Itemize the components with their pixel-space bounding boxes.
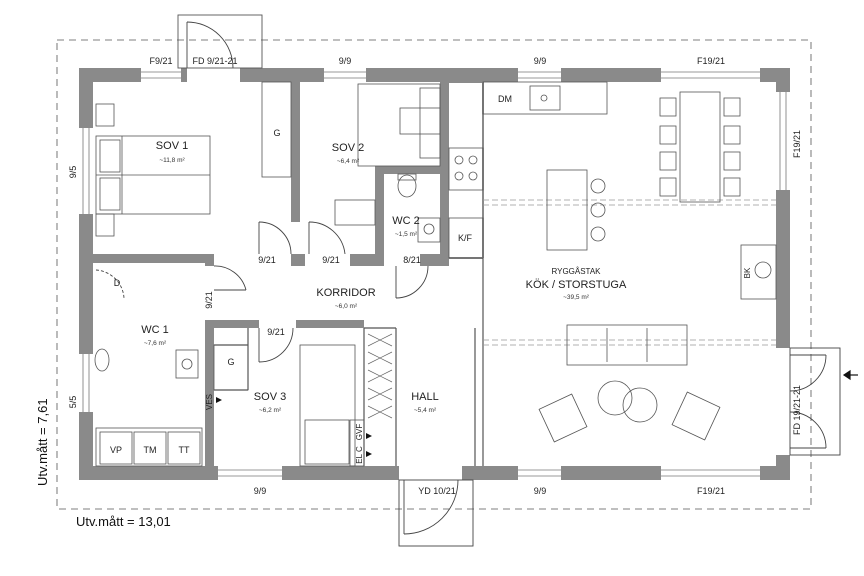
room-name-wc1: WC 1 xyxy=(141,324,169,336)
door-labels: 9/21 9/21 8/21 9/21 9/21 xyxy=(204,255,421,337)
room-area-sov3: ~6,2 m² xyxy=(259,407,282,414)
room-area-korridor: ~6,0 m² xyxy=(335,303,358,310)
room-name-kok: KÖK / STORSTUGA xyxy=(526,279,627,291)
room-area-hall: ~5,4 m² xyxy=(414,407,437,414)
door-label-sov1: 9/21 xyxy=(258,255,276,265)
dimension-height: Utv.mått = 7,61 xyxy=(35,398,50,486)
door-label-sov2: 9/21 xyxy=(322,255,340,265)
entrance-arrow-icon xyxy=(842,369,858,381)
fixture-label-tt: TT xyxy=(179,445,190,455)
fixture-label-ves: VES xyxy=(205,394,214,410)
door-label-sov3: 9/21 xyxy=(267,327,285,337)
dimension-width: Utv.mått = 13,01 xyxy=(76,514,171,529)
window-label-left-5-5: 5/5 xyxy=(68,396,78,409)
window-label-top-kok: 9/9 xyxy=(534,56,547,66)
room-area-sov1: ~11,8 m² xyxy=(159,157,185,164)
window-glazing xyxy=(82,71,787,477)
room-name-korridor: KORRIDOR xyxy=(316,287,375,299)
furniture xyxy=(94,81,777,467)
fixture-label-d: D xyxy=(114,278,121,288)
room-area-wc1: ~7,6 m² xyxy=(144,340,167,347)
fixture-label-g-sov3: G xyxy=(227,357,234,367)
fixture-labels: G G DM K/F D VP TM TT BK VES EL C GVF xyxy=(110,94,752,464)
room-name-sov3: SOV 3 xyxy=(254,391,286,403)
fixture-label-elc: EL C xyxy=(355,446,364,464)
window-label-bottom-yd: YD 10/21 xyxy=(418,486,456,496)
ceiling-lines xyxy=(483,199,776,346)
exterior-walls xyxy=(79,68,790,480)
kitchen-divider xyxy=(449,81,484,259)
fixture-label-vp: VP xyxy=(110,445,122,455)
room-ceiling-kok: RYGGÅSTAK xyxy=(551,267,601,276)
room-name-sov1: SOV 1 xyxy=(156,140,188,152)
door-label-wc1: 9/21 xyxy=(204,291,214,309)
room-name-hall: HALL xyxy=(411,391,439,403)
window-label-bottom-9-9-left: 9/9 xyxy=(254,486,267,496)
fixture-label-kf: K/F xyxy=(458,233,473,243)
window-label-left-9-5: 9/5 xyxy=(68,166,78,179)
window-label-top-sov2: 9/9 xyxy=(339,56,352,66)
window-label-bottom-9-9-right: 9/9 xyxy=(534,486,547,496)
room-name-wc2: WC 2 xyxy=(392,215,420,227)
window-label-right-fd: FD 19/21-21 xyxy=(792,385,802,435)
fixture-label-gvf: GVF xyxy=(355,424,364,441)
room-name-sov2: SOV 2 xyxy=(332,142,364,154)
fixture-label-tm: TM xyxy=(144,445,157,455)
fixture-label-dm: DM xyxy=(498,94,512,104)
room-area-wc2: ~1,5 m² xyxy=(395,231,418,238)
window-labels: F9/21 FD 9/21-21 9/9 9/9 F19/21 9/9 YD 1… xyxy=(68,56,802,496)
fixture-label-g-sov2: G xyxy=(273,128,280,138)
window-label-right-f19: F19/21 xyxy=(792,130,802,158)
window-label-top-f9: F9/21 xyxy=(149,56,172,66)
interior-walls xyxy=(93,82,449,466)
window-label-top-fd: FD 9/21-21 xyxy=(192,56,237,66)
meter-arrows xyxy=(216,397,372,457)
room-area-kok: ~39,5 m² xyxy=(563,294,590,301)
room-labels: SOV 1 ~11,8 m² SOV 2 ~6,4 m² WC 2 ~1,5 m… xyxy=(141,140,627,414)
fixture-label-bk: BK xyxy=(743,267,752,278)
hall-wardrobe xyxy=(367,333,393,419)
window-label-bottom-f19: F19/21 xyxy=(697,486,725,496)
door-label-wc2: 8/21 xyxy=(403,255,421,265)
doors xyxy=(95,14,841,547)
room-area-sov2: ~6,4 m² xyxy=(337,158,360,165)
window-label-top-f19: F19/21 xyxy=(697,56,725,66)
outer-dimension-frame xyxy=(56,39,812,510)
